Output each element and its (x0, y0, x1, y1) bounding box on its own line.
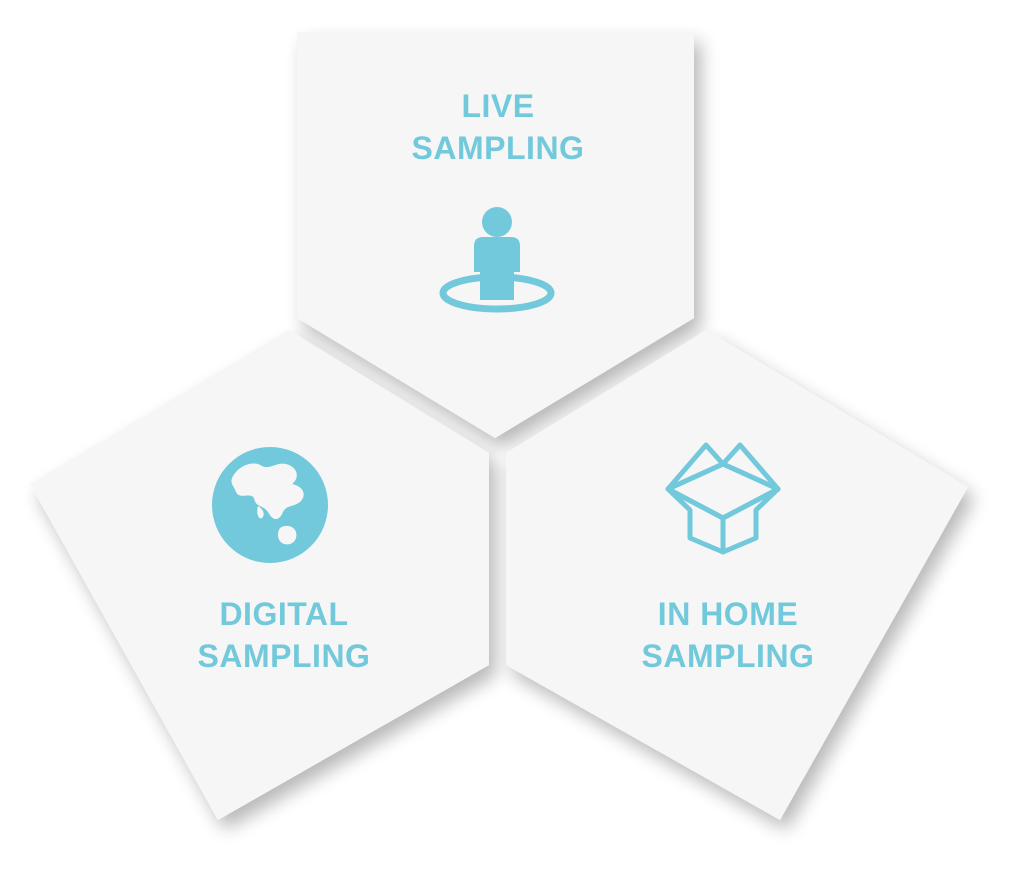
label-line: LIVE (461, 88, 535, 124)
label-line: DIGITAL (219, 596, 349, 632)
panel-digital-sampling (30, 330, 489, 820)
label-line: SAMPLING (641, 638, 815, 674)
person-standing-on-ring-icon (439, 207, 555, 313)
label-in-home-sampling: IN HOME SAMPLING (578, 593, 878, 677)
label-line: SAMPLING (411, 130, 585, 166)
label-live-sampling: LIVE SAMPLING (348, 85, 648, 169)
open-box-icon (665, 442, 781, 555)
label-line: SAMPLING (197, 638, 371, 674)
label-line: IN HOME (657, 596, 799, 632)
label-digital-sampling: DIGITAL SAMPLING (134, 593, 434, 677)
panel-in-home-sampling (506, 330, 968, 820)
globe-icon (212, 447, 328, 563)
